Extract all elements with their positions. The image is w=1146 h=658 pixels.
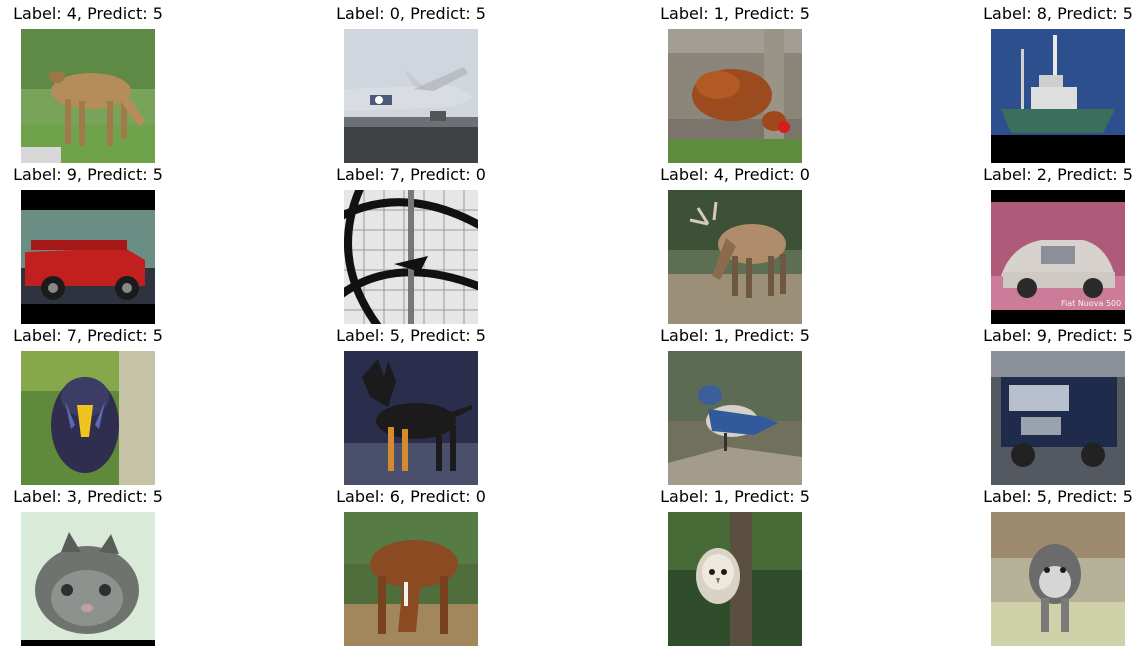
panel-title: Label: 3, Predict: 5 <box>13 487 163 506</box>
panel-2: Label: 0, Predict: 5 <box>331 0 491 163</box>
panel-title: Label: 7, Predict: 5 <box>13 326 163 345</box>
panel-title: Label: 5, Predict: 5 <box>983 487 1133 506</box>
panel-title: Label: 1, Predict: 5 <box>660 4 810 23</box>
panel-1: Label: 4, Predict: 5 <box>8 0 168 163</box>
thumbnail-truck <box>991 351 1125 485</box>
panel-11: Label: 1, Predict: 5 <box>655 322 815 485</box>
panel-title: Label: 9, Predict: 5 <box>983 326 1133 345</box>
thumbnail-fire-truck <box>21 190 155 324</box>
car-caption: Fiat Nuova 500 <box>1061 299 1121 308</box>
thumbnail-dog-doberman <box>344 351 478 485</box>
panel-3: Label: 1, Predict: 5 <box>655 0 815 163</box>
panel-9: Label: 7, Predict: 5 <box>8 322 168 485</box>
panel-10: Label: 5, Predict: 5 <box>331 322 491 485</box>
panel-14: Label: 6, Predict: 0 <box>331 483 491 646</box>
panel-15: Label: 1, Predict: 5 <box>655 483 815 646</box>
panel-title: Label: 2, Predict: 5 <box>983 165 1133 184</box>
thumbnail-airplane <box>344 29 478 163</box>
panel-title: Label: 4, Predict: 5 <box>13 4 163 23</box>
thumbnail-car: Fiat Nuova 500 <box>991 190 1125 324</box>
thumbnail-chicken <box>668 29 802 163</box>
panel-5: Label: 9, Predict: 5 <box>8 161 168 324</box>
panel-title: Label: 0, Predict: 5 <box>336 4 486 23</box>
panel-title: Label: 9, Predict: 5 <box>13 165 163 184</box>
panel-12: Label: 9, Predict: 5 <box>978 322 1138 485</box>
panel-title: Label: 5, Predict: 5 <box>336 326 486 345</box>
thumbnail-bird-jay <box>668 351 802 485</box>
thumbnail-elk <box>668 190 802 324</box>
thumbnail-ship <box>991 29 1125 163</box>
panel-16: Label: 5, Predict: 5 <box>978 483 1138 646</box>
thumbnail-deer <box>21 29 155 163</box>
thumbnail-kitten <box>21 512 155 646</box>
thumbnail-wire-structure <box>344 190 478 324</box>
panel-title: Label: 6, Predict: 0 <box>336 487 486 506</box>
thumbnail-dog-schnauzer <box>991 512 1125 646</box>
thumbnail-mandrill <box>21 351 155 485</box>
panel-title: Label: 4, Predict: 0 <box>660 165 810 184</box>
panel-8: Label: 2, Predict: 5 Fiat Nuova 500 <box>978 161 1138 324</box>
panel-title: Label: 7, Predict: 0 <box>336 165 486 184</box>
panel-title: Label: 8, Predict: 5 <box>983 4 1133 23</box>
thumbnail-horse <box>344 512 478 646</box>
panel-title: Label: 1, Predict: 5 <box>660 326 810 345</box>
thumbnail-owl <box>668 512 802 646</box>
panel-13: Label: 3, Predict: 5 <box>8 483 168 646</box>
panel-6: Label: 7, Predict: 0 <box>331 161 491 324</box>
panel-4: Label: 8, Predict: 5 <box>978 0 1138 163</box>
panel-title: Label: 1, Predict: 5 <box>660 487 810 506</box>
panel-7: Label: 4, Predict: 0 <box>655 161 815 324</box>
